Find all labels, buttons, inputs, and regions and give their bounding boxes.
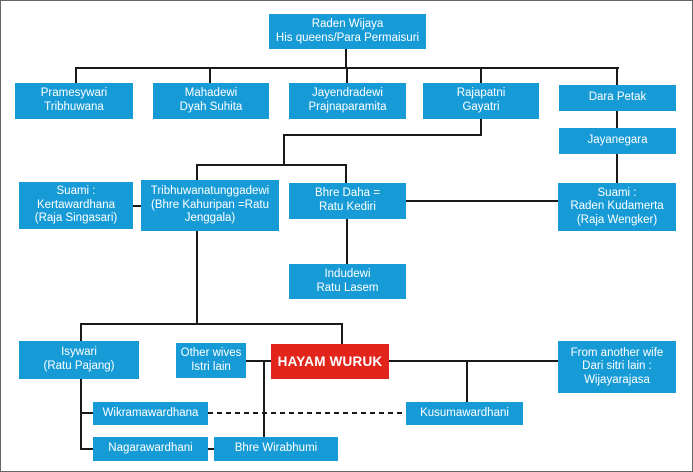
node-tribhuwanatunggadewi-label: Jenggala)	[184, 212, 236, 225]
node-kertawardhana-label: Kertawardhana	[37, 198, 115, 211]
node-mahadewi-dyah-suhita-label: Dyah Suhita	[179, 101, 243, 113]
node-bhre-wirabhumi-label: Bhre Wirabhumi	[234, 442, 318, 455]
connector-line	[80, 323, 343, 325]
node-bhre-daha-label: Bhre Daha =	[315, 187, 380, 200]
node-rajapatni-gayatri-label: Rajapatni	[456, 87, 506, 100]
connector-line	[480, 119, 482, 136]
connector-line	[345, 164, 347, 183]
node-isywari-label: Isywari	[61, 346, 97, 359]
connector-line	[196, 231, 198, 325]
node-tribhuwanatunggadewi: Tribhuwanatunggadewi(Bhre Kahuripan =Rat…	[141, 180, 279, 231]
connector-line	[196, 164, 347, 166]
connector-line	[283, 134, 482, 136]
node-nagarawardhani-label: Nagarawardhani	[108, 442, 193, 455]
connector-line	[80, 448, 93, 450]
node-isywari-label: (Ratu Pajang)	[43, 360, 115, 372]
connector-line	[196, 164, 198, 180]
node-hayam-wuruk: HAYAM WURUK	[271, 344, 389, 379]
connector-dashed-line	[208, 412, 406, 414]
connector-line	[263, 360, 265, 437]
node-jayanegara-label: Jayanegara	[587, 134, 648, 147]
node-raden-wijaya-label: Raden Wijaya	[311, 17, 384, 30]
node-pramesywari-tribhuwana-label: Tribhuwana	[44, 101, 104, 113]
node-nagarawardhani: Nagarawardhani	[93, 437, 208, 461]
connector-line	[406, 200, 558, 202]
node-rajapatni-gayatri-label: Gayatri	[462, 101, 500, 113]
connector-line	[209, 67, 211, 83]
node-wikramawardhana-label: Wikramawardhana	[102, 406, 199, 419]
node-dara-petak-label: Dara Petak	[588, 91, 647, 104]
connector-line	[346, 219, 348, 264]
connector-line	[80, 412, 93, 414]
node-raden-kudamerta-label: (Raja Wengker)	[576, 213, 658, 226]
connector-line	[616, 111, 618, 128]
connector-line	[346, 67, 348, 83]
node-jayanegara: Jayanegara	[559, 128, 676, 154]
node-raden-kudamerta-label: Raden Kudamerta	[570, 200, 664, 213]
connector-line	[283, 134, 285, 166]
node-kertawardhana: Suami :Kertawardhana(Raja Singasari)	[19, 182, 133, 229]
node-mahadewi-dyah-suhita-label: Mahadewi	[184, 87, 238, 100]
node-kertawardhana-label: (Raja Singasari)	[34, 212, 118, 225]
node-tribhuwanatunggadewi-label: Tribhuwanatunggadewi	[150, 185, 270, 198]
connector-line	[389, 360, 558, 362]
connector-line	[616, 154, 618, 183]
node-jayendradewi-prajnaparamita-label: Jayendradewi	[312, 87, 383, 100]
node-kertawardhana-label: Suami :	[56, 185, 96, 198]
node-tribhuwanatunggadewi-label: (Bhre Kahuripan =Ratu	[151, 198, 269, 211]
node-hayam-wuruk-label: HAYAM WURUK	[277, 353, 383, 369]
node-from-another-wife-label: Wijayarajasa	[584, 373, 650, 386]
node-raden-kudamerta: Suami :Raden Kudamerta(Raja Wengker)	[558, 183, 676, 231]
node-pramesywari-tribhuwana-label: Pramesywari	[40, 87, 108, 100]
connector-line	[208, 448, 214, 450]
connector-line	[345, 49, 347, 69]
node-bhre-daha-label: Ratu Kediri	[319, 201, 376, 213]
node-from-another-wife-label: Dari sitri lain :	[582, 360, 652, 373]
node-bhre-wirabhumi: Bhre Wirabhumi	[214, 437, 338, 461]
node-indudewi-label: Indudewi	[324, 267, 371, 280]
connector-line	[616, 67, 618, 85]
connector-line	[133, 205, 141, 207]
node-bhre-daha: Bhre Daha =Ratu Kediri	[289, 183, 406, 219]
node-indudewi-label: Ratu Lasem	[316, 281, 379, 294]
node-dara-petak: Dara Petak	[559, 85, 676, 111]
node-kusumawardhani: Kusumawardhani	[406, 402, 523, 425]
connector-line	[246, 360, 271, 362]
connector-line	[80, 323, 82, 341]
node-raden-wijaya-label: His queens/Para Permaisuri	[275, 31, 420, 44]
node-isywari: Isywari(Ratu Pajang)	[19, 341, 139, 379]
node-from-another-wife-label: From another wife	[570, 346, 664, 359]
connector-line	[75, 67, 77, 83]
node-other-wives-label: Other wives	[180, 346, 242, 359]
node-other-wives-label: Istri lain	[191, 360, 231, 373]
node-kusumawardhani-label: Kusumawardhani	[420, 406, 509, 419]
connector-line	[466, 360, 468, 402]
connector-line	[80, 379, 82, 450]
connector-line	[480, 67, 482, 83]
node-jayendradewi-prajnaparamita-label: Prajnaparamita	[308, 101, 387, 113]
node-wikramawardhana: Wikramawardhana	[93, 402, 208, 425]
connector-line	[341, 323, 343, 344]
node-raden-kudamerta-label: Suami :	[597, 186, 637, 199]
